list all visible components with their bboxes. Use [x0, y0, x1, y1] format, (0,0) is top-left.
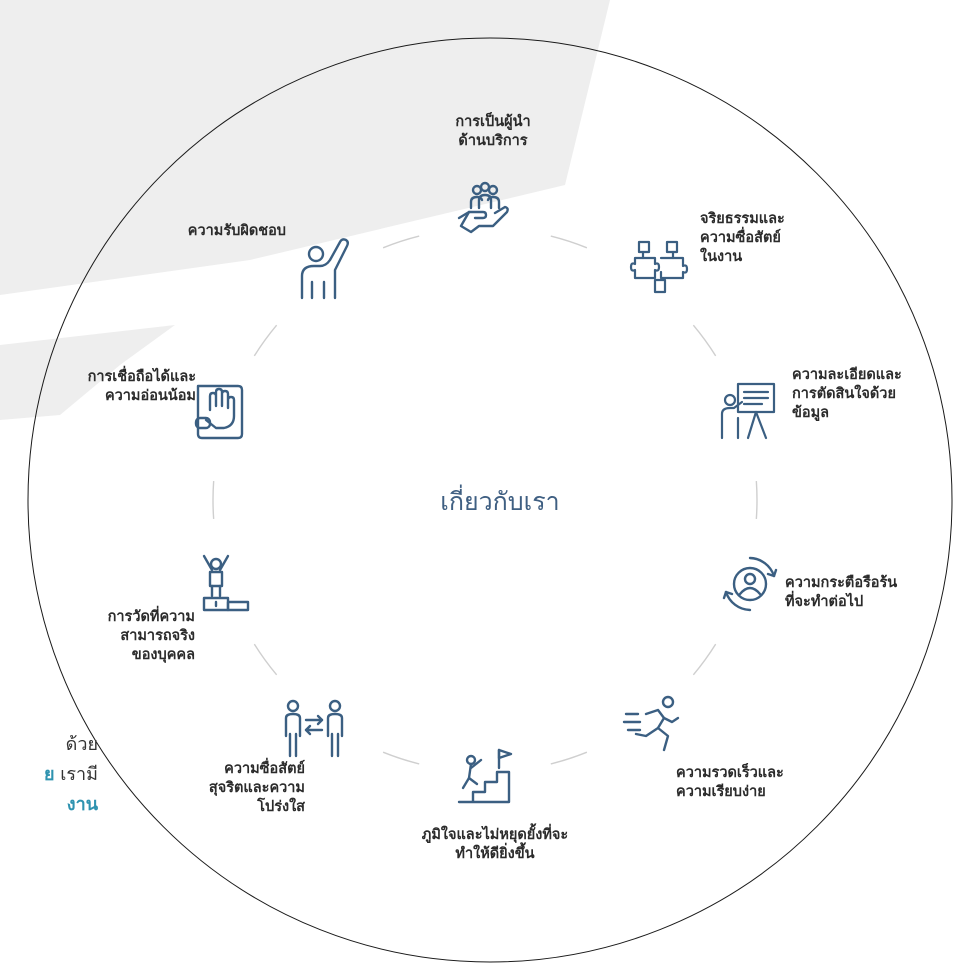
ring-arc-segment: [382, 235, 420, 249]
hand-holding-people-icon: [453, 178, 517, 242]
ring-arc-segment: [382, 751, 420, 765]
label-honesty-transparency: ความซื่อสัตย์ สุจริตและความ โปร่งใส: [208, 761, 305, 815]
snippet-line-3-accent: งาน: [66, 794, 98, 815]
label-reliability-humility: การเชื่อถือได้และ ความอ่อนน้อม: [87, 369, 196, 404]
label-service-leadership: การเป็นผู้นำ ด้านบริการ: [455, 114, 531, 149]
snippet-line-2-rest: เรามี: [54, 764, 98, 785]
ring-arc-segment: [692, 324, 717, 357]
ring-arc-segment: [212, 480, 215, 520]
hand-on-book-icon: [190, 378, 254, 442]
person-cycle-icon: [718, 552, 782, 616]
label-detail-data-decisions: ความละเอียดและ การตัดสินใจด้วย ข้อมูล: [792, 367, 902, 421]
presenter-chart-icon: [718, 378, 782, 442]
inner-ring-arcs: [212, 235, 758, 765]
ring-arc-segment: [550, 235, 588, 249]
background-band-top: [0, 0, 610, 295]
ring-arc-segment: [550, 751, 588, 765]
label-eagerness-next: ความกระตือรือร้น ที่จะทำต่อไป: [785, 575, 898, 610]
background-band-lower: [0, 325, 175, 420]
snippet-line-2-accent: ย: [43, 764, 55, 785]
center-title: เกี่ยวกับเรา: [440, 487, 560, 516]
two-people-exchange-icon: [282, 696, 346, 760]
puzzle-handshake-icon: [627, 236, 691, 300]
ring-arc-segment: [755, 480, 758, 520]
running-person-icon: [622, 692, 686, 756]
snippet-line-2: ย เรามี: [0, 760, 98, 790]
outer-circle: [27, 37, 953, 963]
ring-arc-segment: [692, 643, 717, 676]
label-ethics-integrity: จริยธรรมและ ความซื่อสัตย์ ในงาน: [700, 211, 785, 265]
label-measured-ability: การวัดที่ความ สามารถจริง ของบุคคล: [107, 609, 195, 663]
label-pride-improve: ภูมิใจและไม่หยุดยั้งที่จะ ทำให้ดียิ่งขึ้…: [421, 827, 569, 862]
left-paragraph-fragment: ด้วย ย เรามี งาน: [0, 730, 98, 820]
label-accountability: ความรับผิดชอบ: [187, 223, 286, 239]
ring-arc-segment: [253, 643, 278, 676]
label-speed-simplicity: ความรวดเร็วและ ความเรียบง่าย: [676, 765, 784, 800]
snippet-line-1: ด้วย: [65, 734, 98, 755]
snippet-line-3: งาน: [0, 790, 98, 820]
ring-arc-segment: [253, 324, 278, 357]
climbing-stairs-flag-icon: [455, 744, 519, 808]
raised-hand-person-icon: [292, 236, 356, 300]
podium-winner-icon: [192, 552, 256, 616]
